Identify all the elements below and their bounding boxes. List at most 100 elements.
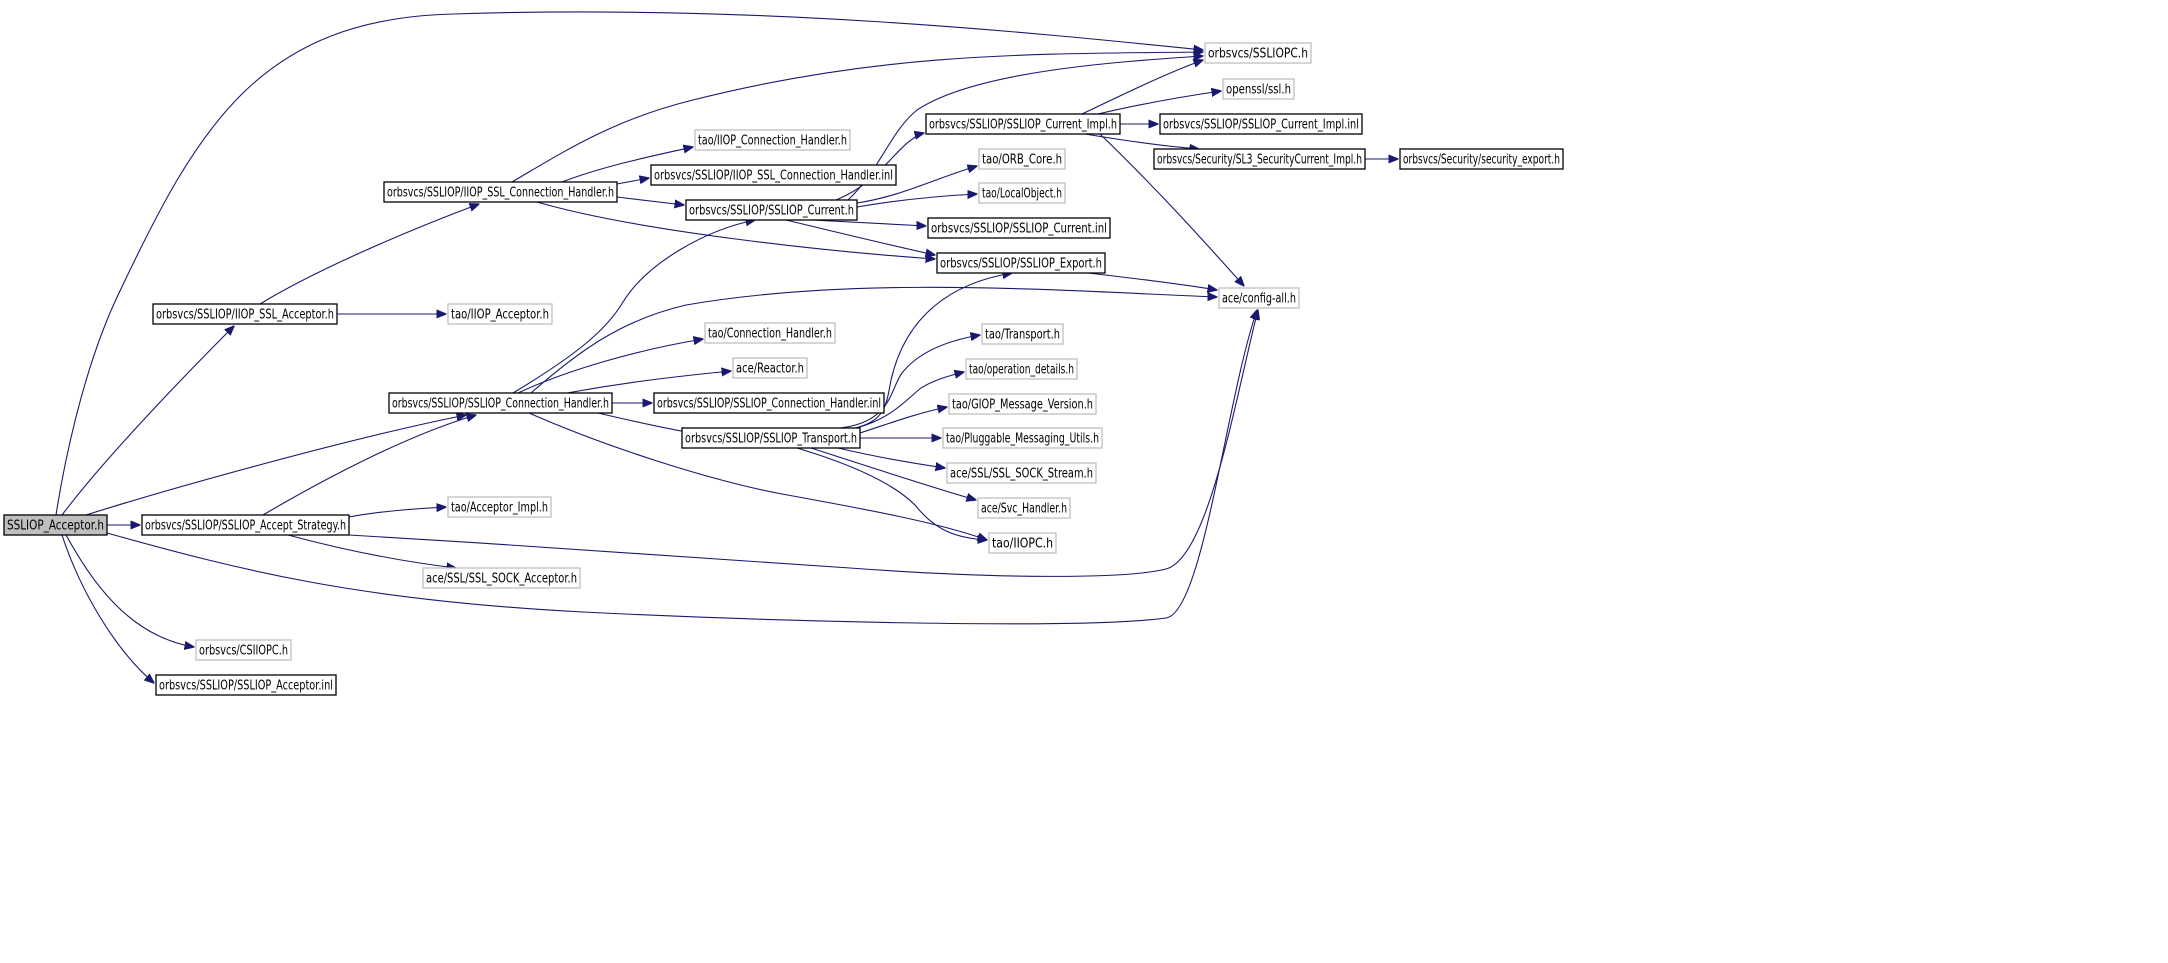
node-box: [141, 514, 350, 536]
node-box: [383, 181, 618, 203]
node-ssl-sock-acceptor: ace/SSL/SSL_SOCK_Acceptor.h: [422, 567, 581, 589]
node-ssliop-export[interactable]: orbsvcs/SSLIOP/SSLIOP_Export.h: [936, 252, 1106, 274]
node-csiiopc: orbsvcs/CSIIOPC.h: [195, 639, 292, 661]
node-box: [927, 217, 1111, 239]
edge-root-to-ssliopc: [55, 11, 1203, 516]
node-box: [653, 392, 885, 414]
node-box: [732, 357, 808, 379]
edge-current_impl-to-config_all: [1099, 133, 1244, 286]
node-label: orbsvcs/SSLIOP/SSLIOP_Connection_Handler…: [657, 397, 881, 412]
node-label: ace/Reactor.h: [736, 362, 804, 377]
node-op-details: tao/operation_details.h: [965, 358, 1078, 380]
node-box: [447, 303, 553, 325]
node-current-impl-inl[interactable]: orbsvcs/SSLIOP/SSLIOP_Current_Impl.inl: [1159, 113, 1363, 135]
node-box: [1218, 287, 1300, 309]
node-label: orbsvcs/SSLIOP/SSLIOP_Accept_Strategy.h: [145, 519, 346, 534]
node-box: [925, 113, 1121, 135]
node-label: tao/Acceptor_Impl.h: [451, 501, 548, 516]
edges-layer: [55, 11, 1398, 683]
node-box: [1204, 42, 1312, 64]
edge-ssliop_conn_handler-to-tao_conn_handler: [517, 339, 703, 394]
edge-iiop_ssl_conn_handler-to-tao_iiop_conn_handler: [561, 147, 693, 183]
node-current-impl[interactable]: orbsvcs/SSLIOP/SSLIOP_Current_Impl.h: [925, 113, 1121, 135]
node-label: orbsvcs/CSIIOPC.h: [199, 644, 288, 659]
edge-current_impl-to-openssl: [1097, 91, 1221, 115]
node-box: [1399, 148, 1564, 170]
node-ssliop-transport[interactable]: orbsvcs/SSLIOP/SSLIOP_Transport.h: [681, 427, 861, 449]
node-iiopc: tao/IIOPC.h: [988, 532, 1057, 554]
node-pluggable-msg: tao/Pluggable_Messaging_Utils.h: [942, 427, 1103, 449]
node-tao-acceptor-impl: tao/Acceptor_Impl.h: [447, 496, 552, 518]
node-tao-conn-handler: tao/Connection_Handler.h: [704, 322, 836, 344]
node-box: [946, 462, 1097, 484]
edge-root-to-csiiopc: [65, 534, 194, 647]
edge-iiop_ssl_conn_handler-to-ssliop_current: [616, 196, 684, 205]
node-label: tao/Pluggable_Messaging_Utils.h: [946, 432, 1099, 447]
node-iiop-ssl-acceptor[interactable]: orbsvcs/SSLIOP/IIOP_SSL_Acceptor.h: [152, 303, 338, 325]
node-label: orbsvcs/SSLIOPC.h: [1208, 47, 1308, 62]
edge-ssliop_transport-to-ssliop_export: [855, 273, 1012, 429]
edge-iiop_ssl_conn_handler-to-ssliop_export: [536, 201, 935, 259]
node-box: [981, 323, 1064, 345]
edge-root-to-iiop_ssl_acceptor: [61, 326, 234, 516]
node-iiop-ssl-conn-handler[interactable]: orbsvcs/SSLIOP/IIOP_SSL_Connection_Handl…: [383, 181, 618, 203]
node-box: [388, 392, 613, 414]
edge-accept_strategy-to-tao_acceptor_impl: [348, 507, 446, 518]
node-label: orbsvcs/Security/SL3_SecurityCurrent_Imp…: [1157, 153, 1362, 168]
node-box: [1159, 113, 1363, 135]
node-box: [694, 129, 851, 151]
node-label: orbsvcs/SSLIOP/IIOP_SSL_Connection_Handl…: [654, 169, 893, 184]
node-config-all: ace/config-all.h: [1218, 287, 1300, 309]
edge-iiop_ssl_conn_handler-to-ssliopc: [511, 52, 1203, 183]
node-accept-strategy[interactable]: orbsvcs/SSLIOP/SSLIOP_Accept_Strategy.h: [141, 514, 350, 536]
node-label: orbsvcs/SSLIOP/SSLIOP_Current.h: [689, 204, 854, 219]
node-box: [704, 322, 836, 344]
node-label: ace/Svc_Handler.h: [981, 502, 1067, 517]
edge-ssliop_current-to-current_inl: [811, 219, 926, 226]
node-security-export[interactable]: orbsvcs/Security/security_export.h: [1399, 148, 1564, 170]
node-local-object: tao/LocalObject.h: [978, 182, 1066, 204]
edge-ssliop_current-to-local_object: [856, 194, 977, 208]
node-iiop-ssl-conn-handler-inl[interactable]: orbsvcs/SSLIOP/IIOP_SSL_Connection_Handl…: [650, 164, 897, 186]
node-label: tao/IIOP_Connection_Handler.h: [698, 134, 847, 149]
node-label: ace/SSL/SSL_SOCK_Acceptor.h: [426, 572, 577, 587]
edge-ssliop_transport-to-ssl_sock_stream: [837, 447, 945, 468]
node-sl3-current-impl[interactable]: orbsvcs/Security/SL3_SecurityCurrent_Imp…: [1153, 148, 1366, 170]
node-label: orbsvcs/SSLIOP/SSLIOP_Connection_Handler…: [392, 397, 609, 412]
node-giop-msg-ver: tao/GIOP_Message_Version.h: [948, 393, 1097, 415]
node-label: tao/ORB_Core.h: [982, 153, 1062, 168]
node-label: tao/GIOP_Message_Version.h: [952, 398, 1093, 413]
edge-ssliop_transport-to-svc_handler: [810, 447, 976, 500]
node-box: [1153, 148, 1366, 170]
node-box: [988, 532, 1057, 554]
node-label: ace/SSL/SSL_SOCK_Stream.h: [950, 467, 1093, 482]
node-ssl-sock-stream: ace/SSL/SSL_SOCK_Stream.h: [946, 462, 1097, 484]
node-ace-reactor: ace/Reactor.h: [732, 357, 808, 379]
edge-current_impl-to-sl3_current_impl: [1084, 133, 1199, 149]
node-acceptor-inl[interactable]: orbsvcs/SSLIOP/SSLIOP_Acceptor.inl: [155, 674, 337, 696]
node-label: orbsvcs/SSLIOP/SSLIOP_Current_Impl.h: [929, 118, 1117, 133]
node-label: orbsvcs/SSLIOP/SSLIOP_Current.inl: [931, 222, 1107, 237]
node-ssliop-current[interactable]: orbsvcs/SSLIOP/SSLIOP_Current.h: [685, 199, 858, 221]
node-label: orbsvcs/SSLIOP/SSLIOP_Current_Impl.inl: [1163, 118, 1359, 133]
node-ssliop-conn-handler-inl[interactable]: orbsvcs/SSLIOP/SSLIOP_Connection_Handler…: [653, 392, 885, 414]
node-box: [3, 514, 108, 536]
edge-ssliop_transport-to-tao_transport: [839, 335, 980, 429]
edge-ssliop_transport-to-op_details: [855, 372, 964, 429]
node-orb-core: tao/ORB_Core.h: [978, 148, 1066, 170]
node-label: orbsvcs/SSLIOP/SSLIOP_Acceptor.inl: [159, 679, 333, 694]
node-current-inl[interactable]: orbsvcs/SSLIOP/SSLIOP_Current.inl: [927, 217, 1111, 239]
edge-ssliop_transport-to-iiopc: [796, 447, 987, 540]
edge-accept_strategy-to-ssl_sock_acceptor: [287, 534, 456, 568]
node-root[interactable]: SSLIOP_Acceptor.h: [3, 514, 108, 536]
node-box: [942, 427, 1103, 449]
node-svc-handler: ace/Svc_Handler.h: [977, 497, 1071, 519]
node-label: tao/operation_details.h: [969, 363, 1074, 378]
node-box: [965, 358, 1078, 380]
node-openssl: openssl/ssl.h: [1222, 78, 1295, 100]
edge-ssliop_current-to-ssliopc: [847, 56, 1203, 201]
node-ssliop-conn-handler[interactable]: orbsvcs/SSLIOP/SSLIOP_Connection_Handler…: [388, 392, 613, 414]
node-label: ace/config-all.h: [1222, 292, 1296, 307]
node-box: [936, 252, 1106, 274]
node-label: tao/IIOP_Acceptor.h: [451, 308, 549, 323]
